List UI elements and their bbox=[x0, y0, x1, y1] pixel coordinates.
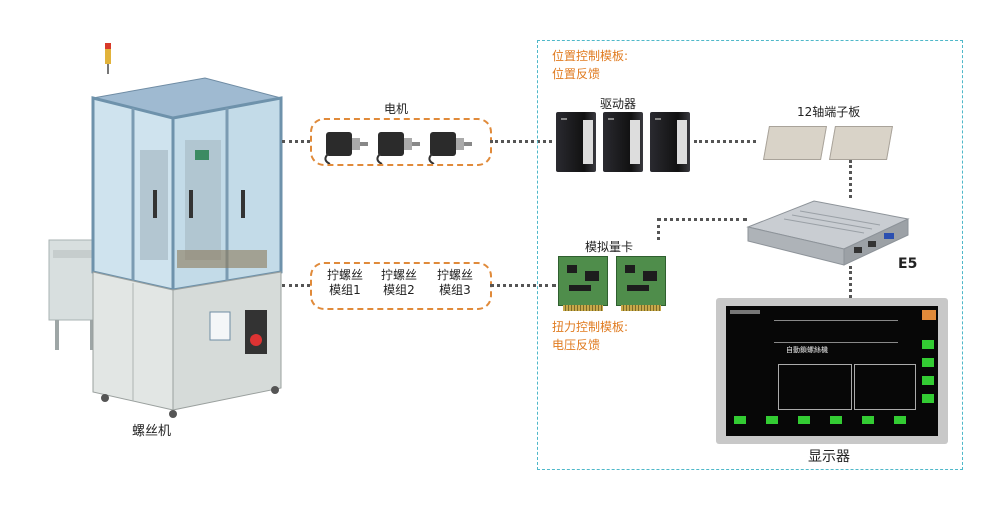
display-label: 显示器 bbox=[808, 449, 850, 465]
screen-box-right bbox=[854, 364, 916, 410]
connector-machine-motor bbox=[282, 140, 310, 143]
position-board-subtitle: 位置反馈 bbox=[552, 67, 601, 81]
screw-module-2: 拧螺丝 模组2 bbox=[380, 268, 417, 297]
connector-analog-up bbox=[657, 218, 660, 240]
connector-controller-display bbox=[849, 266, 852, 298]
analog-card-1 bbox=[558, 256, 608, 311]
position-board-title: 位置控制模板: bbox=[552, 49, 629, 63]
torque-board-label: 扭力控制模板: 电压反馈 bbox=[552, 318, 628, 354]
driver-label: 驱动器 bbox=[600, 97, 637, 111]
motor-icon bbox=[428, 132, 472, 165]
connector-motor-driver bbox=[490, 140, 552, 143]
connector-driver-terminal bbox=[694, 140, 756, 143]
driver-unit-1 bbox=[556, 112, 596, 172]
torque-board-subtitle: 电压反馈 bbox=[552, 338, 601, 352]
screw-module-1: 拧螺丝 模组1 bbox=[326, 268, 363, 297]
screw-module-3: 拧螺丝 模组3 bbox=[436, 268, 473, 297]
position-board-label: 位置控制模板: 位置反馈 bbox=[552, 47, 628, 83]
machine-label: 螺丝机 bbox=[132, 424, 172, 439]
screw-machine-image bbox=[45, 40, 295, 420]
driver-unit-3 bbox=[650, 112, 690, 172]
screen-header-bar bbox=[730, 310, 760, 314]
screen-button-top bbox=[922, 310, 936, 320]
terminal-board-1 bbox=[763, 126, 827, 160]
connector-analog-controller bbox=[657, 218, 747, 221]
analog-card-label: 模拟量卡 bbox=[585, 240, 634, 254]
display-screen: 自動鎖螺絲機 bbox=[726, 306, 938, 436]
driver-unit-2 bbox=[603, 112, 643, 172]
connector-terminal-controller bbox=[849, 160, 852, 198]
terminal-label: 12轴端子板 bbox=[797, 105, 861, 119]
motor-icon bbox=[324, 132, 368, 165]
terminal-board-2 bbox=[829, 126, 893, 160]
motor-icon bbox=[376, 132, 420, 165]
motor-label: 电机 bbox=[384, 102, 409, 116]
connector-machine-screw bbox=[282, 284, 310, 287]
control-system-panel bbox=[537, 40, 963, 470]
analog-card-2 bbox=[616, 256, 666, 311]
torque-board-title: 扭力控制模板: bbox=[552, 320, 629, 334]
screen-title: 自動鎖螺絲機 bbox=[786, 346, 828, 354]
controller-label: E5 bbox=[898, 256, 918, 272]
controller-e5 bbox=[744, 197, 912, 267]
display-monitor: 自動鎖螺絲機 bbox=[716, 298, 948, 444]
connector-screw-analog bbox=[490, 284, 556, 287]
screen-box-left bbox=[778, 364, 852, 410]
motor-icons bbox=[322, 124, 482, 168]
